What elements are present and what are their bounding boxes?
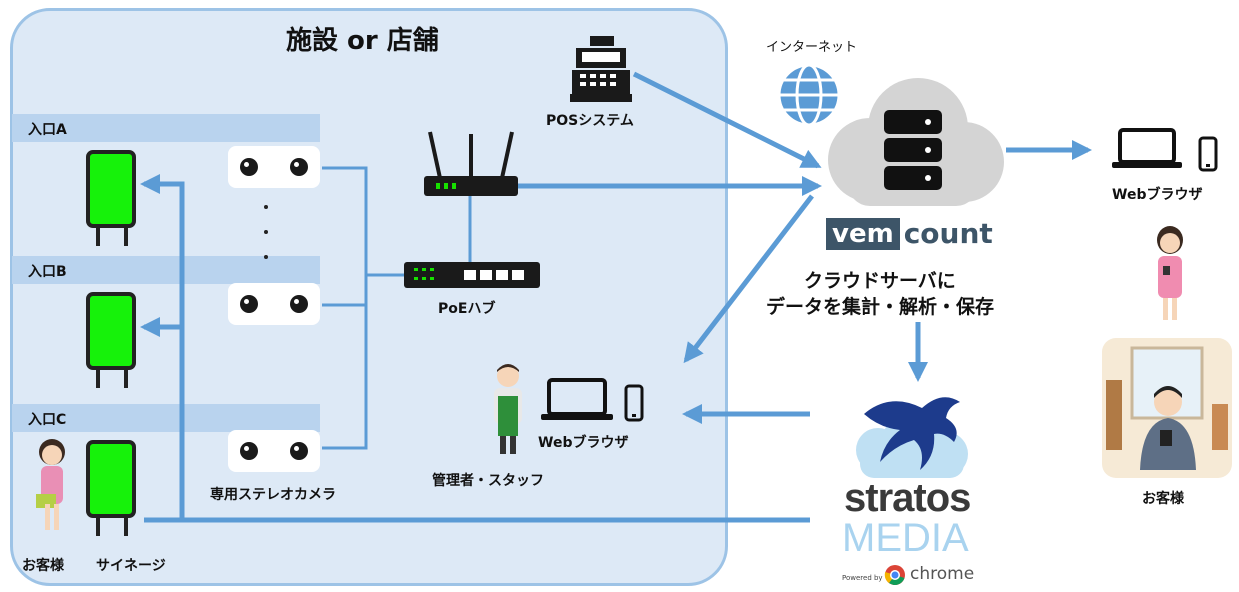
- entrance-b-bar: 入口B: [12, 256, 320, 284]
- stratos-wordmark: stratos: [844, 476, 971, 520]
- internet-label: インターネット: [766, 40, 858, 55]
- customer-shopper-icon: [36, 439, 65, 530]
- stereo-camera-a-icon: [228, 146, 320, 188]
- entrance-c-label: 入口C: [28, 412, 67, 428]
- stereo-camera-c-icon: [228, 430, 320, 472]
- camera-label: 専用ステレオカメラ: [210, 487, 336, 503]
- customer-label-home: お客様: [1142, 491, 1184, 507]
- smartphone-icon: [624, 384, 644, 422]
- entrance-c-bar: 入口C: [12, 404, 320, 432]
- poe-hub-label: PoEハブ: [438, 301, 496, 317]
- wifi-router-icon: [424, 131, 518, 196]
- staff-label: 管理者・スタッフ: [432, 473, 544, 489]
- chrome-text: chrome: [910, 564, 975, 584]
- staff-person-icon: [494, 364, 522, 454]
- cloud-server-icon: [828, 78, 1004, 206]
- smartphone-icon: [1198, 136, 1218, 172]
- woman-with-phone-icon: [1157, 226, 1183, 320]
- pos-label: POSシステム: [546, 113, 634, 129]
- vemcount-logo-count: count: [903, 217, 993, 250]
- cloud-desc-line2: データを集計・解析・保存: [766, 296, 995, 318]
- vemcount-logo-vem: vem: [826, 218, 900, 250]
- customer-label-store: お客様: [22, 558, 64, 574]
- signage-label: サイネージ: [96, 558, 166, 574]
- external-browser-label: Webブラウザ: [1112, 187, 1203, 203]
- poe-hub-icon: [404, 262, 540, 288]
- facility-title: 施設 or 店舗: [286, 26, 439, 56]
- cloud-desc-line1: クラウドサーバに: [804, 270, 956, 292]
- entrance-b-label: 入口B: [28, 264, 67, 280]
- chrome-icon: [884, 565, 905, 585]
- globe-icon: [777, 63, 841, 127]
- customer-at-home-icon: [1102, 338, 1232, 478]
- laptop-icon: [1112, 128, 1182, 168]
- entrance-a-bar: 入口A: [12, 114, 320, 142]
- laptop-icon: [541, 378, 613, 420]
- media-wordmark: MEDIA: [842, 516, 969, 560]
- stereo-camera-b-icon: [228, 283, 320, 325]
- powered-by-text: Powered by: [842, 574, 883, 582]
- stratos-kangaroo-logo: [856, 397, 968, 478]
- cash-register-icon: [570, 36, 632, 102]
- staff-browser-label: Webブラウザ: [538, 435, 629, 451]
- entrance-a-label: 入口A: [28, 122, 67, 138]
